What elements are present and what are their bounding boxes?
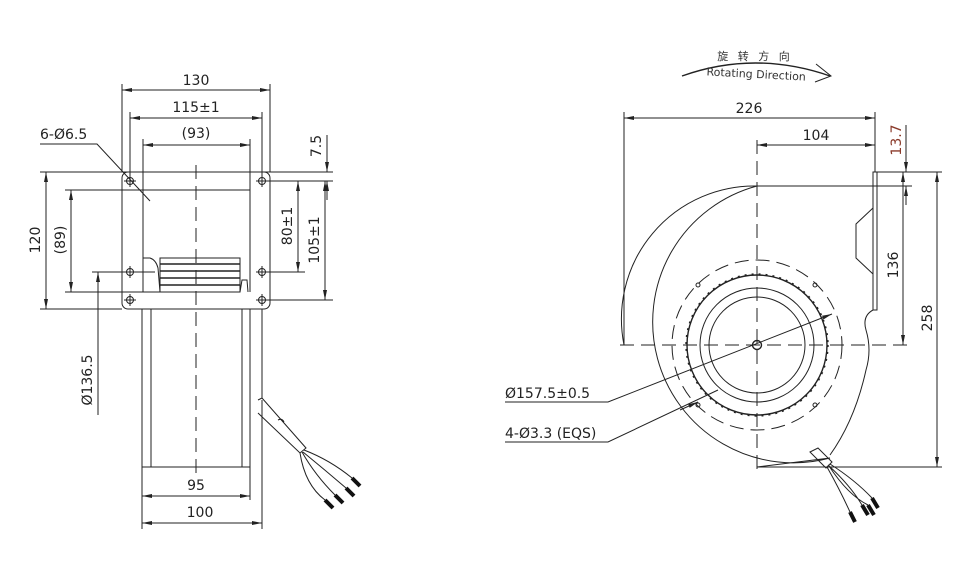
dim-overall-height: 258 — [920, 305, 936, 332]
dim-total-depth: 100 — [187, 505, 214, 521]
dim-impeller-dia: Ø136.5 — [80, 354, 96, 405]
dim-hole-offset: 7.5 — [309, 135, 325, 157]
front-view: 旋 转 方 向 Rotating Direction 226 104 13.7 … — [505, 49, 942, 523]
dim-overall-width: 226 — [736, 101, 763, 117]
dim-body-width: 95 — [187, 478, 205, 494]
dim-hole-pitch-105: 105±1 — [307, 216, 323, 263]
dim-center-to-outlet: 104 — [803, 128, 830, 144]
rotation-label-cn: 旋 转 方 向 — [717, 49, 793, 63]
hole-callout: 6-Ø6.5 — [40, 127, 87, 143]
rotation-arrow — [681, 62, 831, 77]
dim-hole-pitch-80: 80±1 — [280, 207, 296, 245]
dim-outlet-offset: 13.7 — [889, 124, 905, 155]
dim-outlet-height: 136 — [886, 252, 902, 279]
dim-hole-pitch-width: 115±1 — [172, 100, 219, 116]
impeller-blades — [159, 257, 241, 293]
cable — [257, 397, 362, 510]
dim-overall-height: 120 — [28, 227, 44, 254]
bolt-circle-callout: Ø157.5±0.5 — [505, 386, 590, 402]
rotation-label-en: Rotating Direction — [706, 65, 806, 83]
scroll-housing — [652, 185, 942, 468]
front-cable — [809, 447, 880, 523]
dim-overall-width: 130 — [183, 73, 210, 89]
outlet-flange — [872, 171, 878, 311]
mount-holes-callout: 4-Ø3.3 (EQS) — [505, 426, 596, 442]
dim-inlet-width: (93) — [182, 126, 211, 142]
dim-inner-height: (89) — [53, 226, 69, 255]
side-view: 130 115±1 (93) 7.5 120 (89) 80±1 105±1 Ø… — [28, 73, 362, 529]
